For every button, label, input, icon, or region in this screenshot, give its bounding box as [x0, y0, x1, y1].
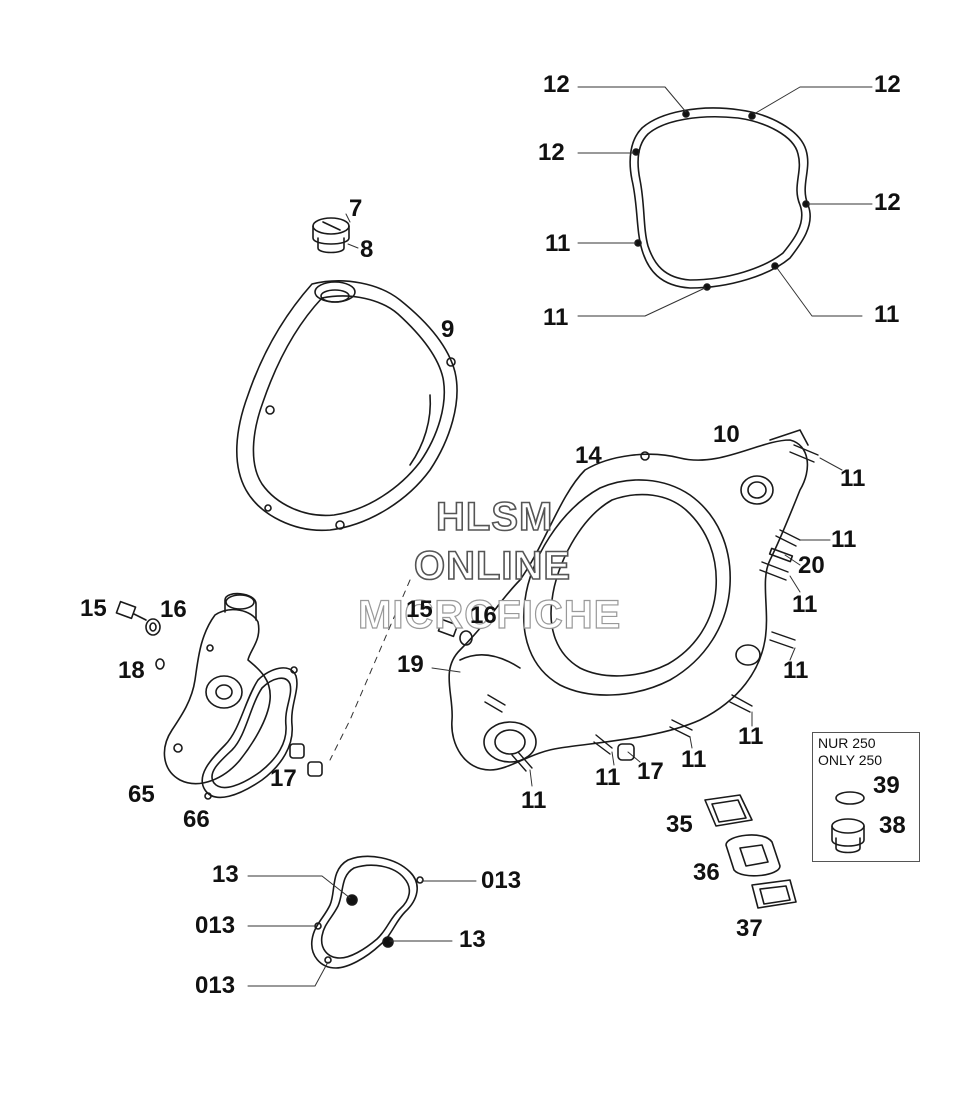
inspection-cover-37: [752, 880, 796, 908]
inspection-cover-35: [705, 795, 752, 826]
clutch-cover-gasket: [630, 108, 810, 290]
callout-16-mid: 16: [470, 602, 497, 629]
plug-leaders: [346, 214, 358, 248]
callout-11-case-8: 11: [521, 787, 547, 814]
note-line-1: NUR 250: [818, 735, 876, 751]
callout-38: 38: [879, 812, 906, 839]
callout-11-case-2: 11: [831, 526, 857, 553]
case-leader-lines: [330, 458, 842, 786]
water-pump-gasket: [202, 667, 297, 799]
callout-11-case-6: 11: [681, 746, 707, 773]
bottom-gasket-leaders: [248, 876, 476, 986]
callout-11-case-5: 11: [738, 723, 764, 750]
note-box: [812, 732, 920, 862]
callout-11-case-3: 11: [792, 591, 818, 618]
callout-15-left: 15: [80, 595, 107, 622]
callout-37: 37: [736, 915, 763, 942]
callout-013-top-right: 013: [481, 867, 522, 894]
callout-17-mid: 17: [637, 758, 664, 785]
small-washer: [156, 659, 164, 669]
callout-36: 36: [693, 859, 720, 886]
oil-filler-plug: [313, 218, 349, 253]
callout-12-top-left: 12: [543, 71, 570, 98]
plug-38: [832, 819, 864, 853]
callout-12-mid-left: 12: [538, 139, 565, 166]
callout-12-mid-right: 12: [874, 189, 901, 216]
callout-20: 20: [798, 552, 825, 579]
seal-ring-left: [146, 619, 160, 635]
watermark-line-2: ONLINE: [413, 544, 572, 588]
dowel-pin: [770, 548, 793, 561]
callout-10: 10: [713, 421, 740, 448]
watermark-line-3: MICROFICHE: [357, 593, 622, 637]
drain-screw-left: [116, 602, 146, 620]
callout-8: 8: [360, 236, 374, 263]
callout-15-mid: 15: [406, 596, 433, 623]
outer-clutch-cover: [237, 281, 457, 530]
o-ring-39: [836, 792, 864, 804]
callout-013-bottom-left: 013: [195, 972, 236, 999]
callout-66: 66: [183, 806, 210, 833]
callout-11-case-7: 11: [595, 764, 621, 791]
callout-17-left: 17: [270, 765, 297, 792]
callout-11-case-4: 11: [783, 657, 809, 684]
callout-11-gasket-left-lower: 11: [543, 304, 569, 331]
water-pump-gasket-bottom: [312, 856, 423, 968]
bushing-left: [290, 744, 322, 776]
callout-11-gasket-left-upper: 11: [545, 230, 571, 257]
watermark-line-1: HLSM: [435, 495, 554, 539]
callout-11-gasket-right-lower: 11: [874, 301, 900, 328]
callout-16-left: 16: [160, 596, 187, 623]
case-bolts: [485, 445, 818, 771]
note-line-2: ONLY 250: [818, 752, 883, 768]
callout-11-case-top: 11: [840, 465, 866, 492]
callout-65: 65: [128, 781, 155, 808]
callout-14: 14: [575, 442, 602, 469]
callout-013-mid-left: 013: [195, 912, 236, 939]
callout-39: 39: [873, 772, 900, 799]
water-pump-cover: [164, 594, 270, 784]
callout-35: 35: [666, 811, 693, 838]
callout-12-top-right: 12: [874, 71, 901, 98]
callout-19: 19: [397, 651, 424, 678]
callout-18: 18: [118, 657, 145, 684]
callout-9: 9: [441, 316, 455, 343]
gasket-leader-lines: [578, 87, 872, 316]
callout-13-right: 13: [459, 926, 486, 953]
callout-13-top: 13: [212, 861, 239, 888]
bushing-mid: [618, 744, 634, 760]
crankcase-half: [449, 430, 808, 770]
callout-7: 7: [349, 195, 363, 222]
inspection-cover-36: [726, 835, 780, 876]
drain-screw-mid: [438, 620, 472, 645]
